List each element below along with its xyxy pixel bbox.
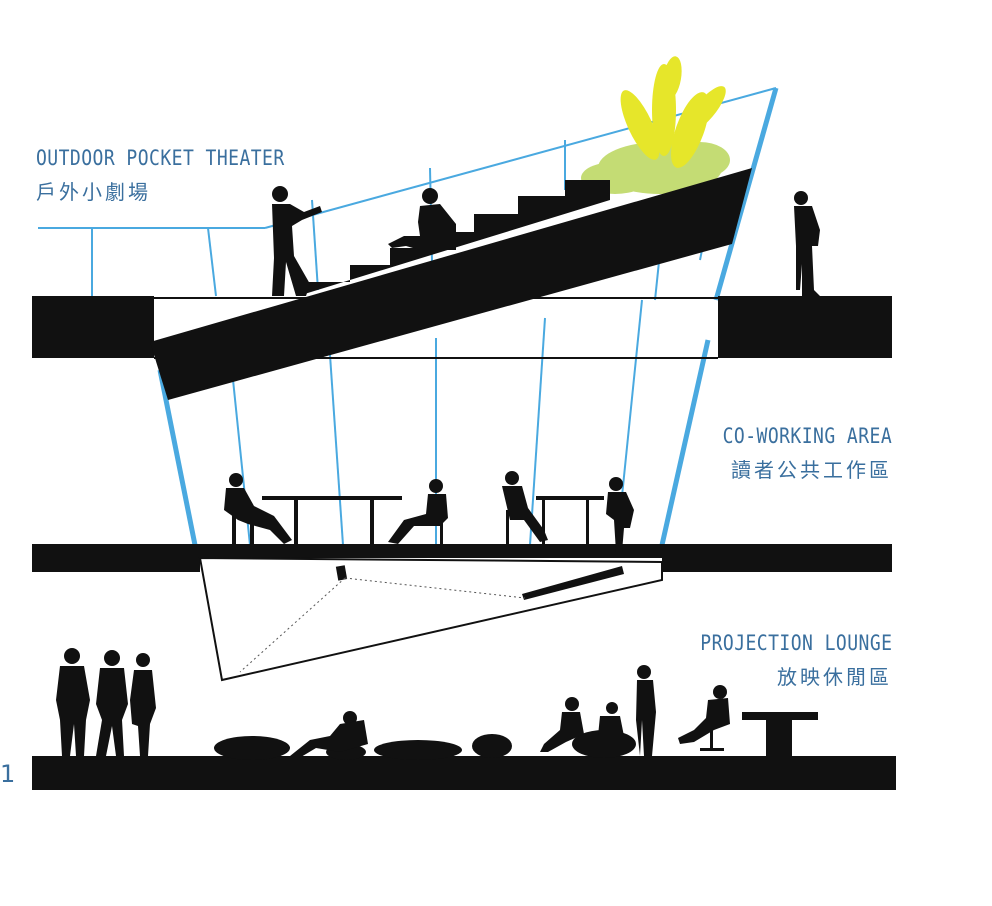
zone-subtitle-coworking: 讀者公共工作區 — [731, 458, 892, 482]
person-silhouettes — [56, 186, 820, 774]
zone-title-coworking: CO-WORKING AREA — [722, 424, 892, 448]
plant-icon — [581, 56, 730, 194]
zone-subtitle-outdoor-theater: 戶外小劇場 — [36, 180, 151, 204]
zone-title-outdoor-theater: OUTDOOR POCKET THEATER — [36, 146, 285, 170]
coworking-tables — [262, 496, 604, 544]
zone-subtitle-projection-lounge: 放映休閒區 — [777, 665, 892, 689]
zone-title-projection-lounge: PROJECTION LOUNGE — [699, 631, 892, 655]
raked-seating — [150, 168, 752, 400]
glass-frame-thick — [157, 87, 779, 546]
projection-beam — [239, 577, 526, 673]
projector-icon — [335, 565, 348, 581]
projection-screen — [522, 566, 624, 600]
page-number: 1 — [0, 760, 16, 788]
floor-slabs — [32, 296, 896, 790]
